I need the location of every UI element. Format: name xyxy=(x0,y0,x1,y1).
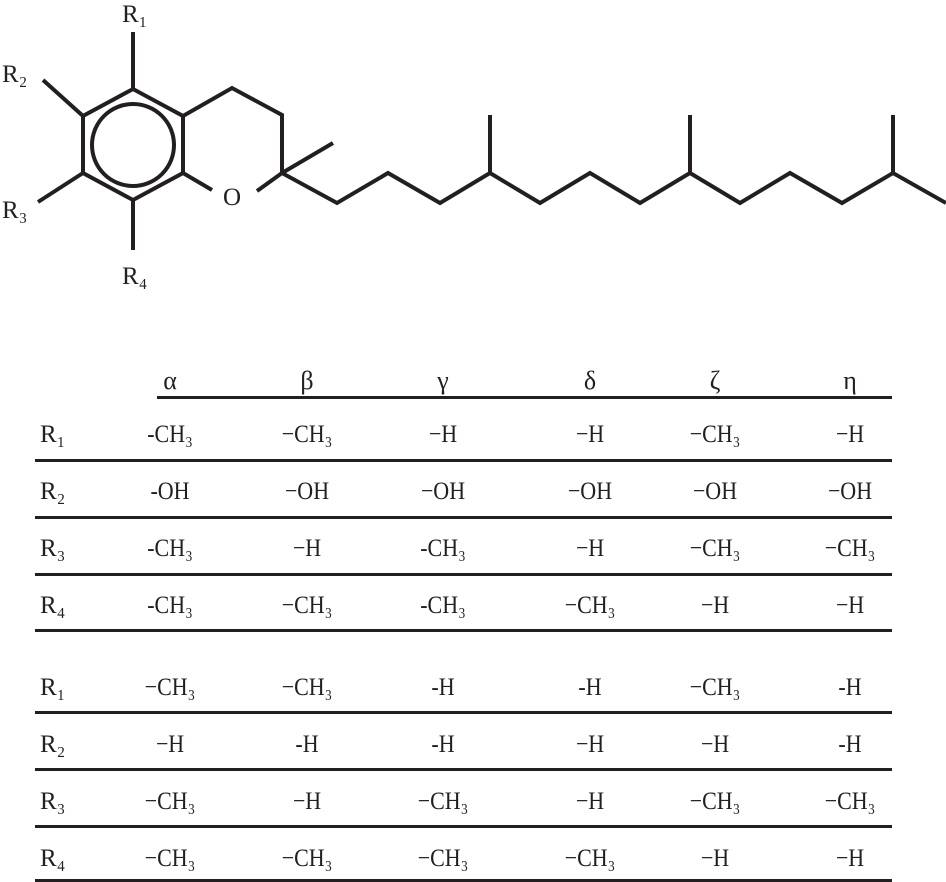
row-label: R₁ xyxy=(40,674,66,701)
row-label: R₂ xyxy=(40,478,66,505)
table-cell: −CH₃ xyxy=(564,592,616,619)
row-label: R₄ xyxy=(40,845,66,872)
table-cell: -H xyxy=(431,674,455,701)
row-rule xyxy=(35,711,892,714)
table-cell: -H xyxy=(578,674,602,701)
r4-label: R₄ xyxy=(122,263,148,290)
table-cell: −H xyxy=(292,788,322,815)
table-cell: −CH₃ xyxy=(144,788,196,815)
row-label: R₄ xyxy=(40,592,66,619)
r2-label: R₂ xyxy=(2,61,28,88)
c-o-bond xyxy=(181,171,214,192)
table-cell: −CH₃ xyxy=(824,535,876,562)
table-cell: −H xyxy=(700,592,730,619)
table-cell: −CH₃ xyxy=(281,592,333,619)
table-cell: −H xyxy=(700,845,730,872)
column-header: η xyxy=(843,366,857,395)
table-cell: −CH₃ xyxy=(281,421,333,448)
table-cell: −H xyxy=(575,731,605,758)
table-cell: -H xyxy=(431,731,455,758)
column-header: β xyxy=(300,366,314,395)
table-cell: −CH₃ xyxy=(417,788,469,815)
table-cell: −H xyxy=(835,845,865,872)
table-cell: -CH₃ xyxy=(147,421,193,448)
column-header: γ xyxy=(437,366,449,395)
table-cell: −CH₃ xyxy=(281,674,333,701)
table-cell: −CH₃ xyxy=(281,845,333,872)
table-cell: −H xyxy=(575,535,605,562)
table-cell: −H xyxy=(700,731,730,758)
row-rule xyxy=(35,459,892,462)
row-label: R₂ xyxy=(40,731,66,758)
table-cell: −H xyxy=(292,535,322,562)
column-header: δ xyxy=(583,366,597,395)
table-cell: −CH₃ xyxy=(144,674,196,701)
row-rule xyxy=(35,573,892,576)
table-cell: -CH₃ xyxy=(420,535,466,562)
phytyl-chain xyxy=(281,170,946,206)
table-cell: -CH₃ xyxy=(420,592,466,619)
column-header: ζ xyxy=(709,366,721,395)
table-cell: −CH₃ xyxy=(824,788,876,815)
r2-bond xyxy=(41,78,85,118)
table-cell: −OH xyxy=(420,478,466,505)
table-cell: -H xyxy=(838,731,862,758)
table-cell: −OH xyxy=(567,478,613,505)
r3-label: R₃ xyxy=(2,197,28,224)
methyl-bond xyxy=(280,141,335,175)
table-cell: -H xyxy=(838,674,862,701)
table-cell: −CH₃ xyxy=(417,845,469,872)
row-rule xyxy=(35,629,892,632)
table-cell: −OH xyxy=(284,478,330,505)
tocopherol-structure xyxy=(36,32,946,250)
table-cell: −CH₃ xyxy=(689,535,741,562)
chroman-ring-bonds xyxy=(182,85,284,173)
o-c-bond xyxy=(255,171,284,193)
header-rule xyxy=(157,396,892,399)
table-cell: −H xyxy=(835,592,865,619)
table-cell: −H xyxy=(428,421,458,448)
row-rule xyxy=(35,768,892,771)
row-label: R₃ xyxy=(40,788,66,815)
table-cell: -H xyxy=(295,731,319,758)
aromatic-circle xyxy=(90,102,176,188)
row-rule xyxy=(35,516,892,519)
table-cell: −H xyxy=(835,421,865,448)
row-label: R₃ xyxy=(40,535,66,562)
table-cell: −CH₃ xyxy=(689,788,741,815)
table-cell: −OH xyxy=(692,478,738,505)
oxygen-label: O xyxy=(223,184,242,211)
table-cell: −OH xyxy=(827,478,873,505)
table-cell: -CH₃ xyxy=(147,535,193,562)
table-cell: −H xyxy=(155,731,185,758)
r3-bond xyxy=(36,171,85,204)
table-cell: −CH₃ xyxy=(144,845,196,872)
table-cell: -CH₃ xyxy=(147,592,193,619)
table-cell: -OH xyxy=(150,478,190,505)
table-cell: −CH₃ xyxy=(689,421,741,448)
r1-label: R₁ xyxy=(122,1,148,28)
row-label: R₁ xyxy=(40,421,66,448)
table-cell: −CH₃ xyxy=(689,674,741,701)
table-cell: −H xyxy=(575,421,605,448)
table-cell: −H xyxy=(575,788,605,815)
table-cell: −CH₃ xyxy=(564,845,616,872)
column-header: α xyxy=(163,366,177,395)
row-rule xyxy=(35,825,892,828)
